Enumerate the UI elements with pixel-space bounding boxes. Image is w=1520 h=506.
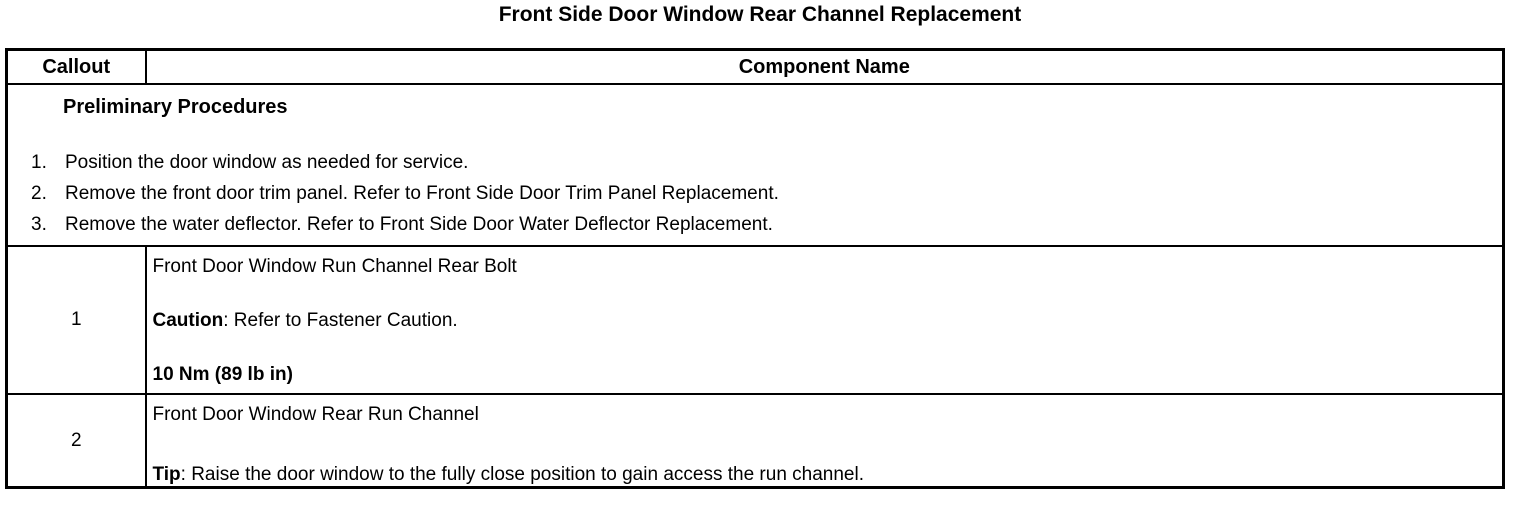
step-text: Position the door window as needed for s… (65, 152, 469, 173)
preliminary-steps-list: 1. Position the door window as needed fo… (8, 147, 1502, 240)
component-name-column-header: Component Name (144, 48, 1505, 85)
step-text: Remove the water deflector. Refer to Fro… (65, 214, 773, 235)
component-spec-table: Callout Component Name Preliminary Proce… (5, 48, 1505, 489)
list-item: 2. Remove the front door trim panel. Ref… (8, 178, 1502, 209)
component-cell: Front Door Window Run Channel Rear Bolt … (144, 245, 1505, 395)
table-row: 2 Front Door Window Rear Run Channel Tip… (5, 393, 1505, 489)
list-item: 3. Remove the water deflector. Refer to … (8, 209, 1502, 240)
callout-number: 1 (5, 245, 147, 395)
callout-number: 2 (5, 393, 147, 489)
table-header-row: Callout Component Name (5, 48, 1505, 85)
preliminary-procedures-heading: Preliminary Procedures (63, 96, 288, 118)
caution-text: : Refer to Fastener Caution. (223, 310, 458, 331)
component-cell: Front Door Window Rear Run Channel Tip: … (144, 393, 1505, 489)
step-number: 3. (31, 214, 47, 235)
tip-label: Tip (152, 464, 181, 485)
list-item: 1. Position the door window as needed fo… (8, 147, 1502, 178)
torque-spec: 10 Nm (89 lb in) (152, 364, 293, 385)
preliminary-procedures-row: Preliminary Procedures 1. Position the d… (5, 83, 1505, 247)
component-name: Front Door Window Rear Run Channel (152, 404, 479, 425)
table-row: 1 Front Door Window Run Channel Rear Bol… (5, 245, 1505, 395)
caution-label: Caution (152, 310, 224, 331)
step-text: Remove the front door trim panel. Refer … (65, 183, 779, 204)
callout-column-header: Callout (5, 48, 147, 85)
step-number: 2. (31, 183, 47, 204)
caution-note: Caution: Refer to Fastener Caution. (153, 310, 1493, 332)
page-title: Front Side Door Window Rear Channel Repl… (498, 3, 1022, 26)
component-name: Front Door Window Run Channel Rear Bolt (152, 256, 517, 277)
step-number: 1. (31, 152, 47, 173)
tip-note: Tip: Raise the door window to the fully … (153, 464, 1493, 486)
tip-text: : Raise the door window to the fully clo… (180, 464, 864, 485)
preliminary-procedures-cell: Preliminary Procedures 1. Position the d… (5, 83, 1505, 247)
